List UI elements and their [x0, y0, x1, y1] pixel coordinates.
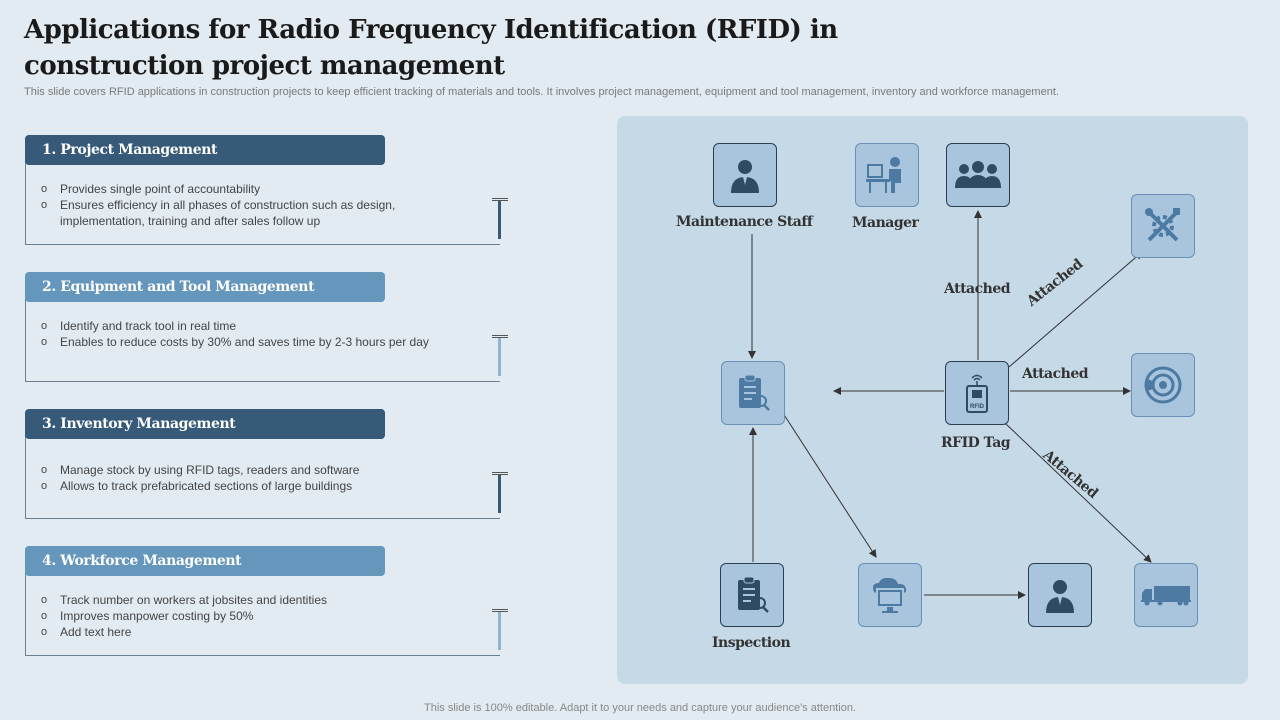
bullet-item: Allows to track prefabricated sections o…: [40, 478, 460, 494]
section-header: 3. Inventory Management: [25, 409, 385, 439]
bracket-bar: [498, 338, 501, 376]
section-header: 4. Workforce Management: [25, 546, 385, 576]
manager-label: Manager: [852, 215, 919, 231]
clipboard-search-icon: [739, 374, 770, 411]
section-box: [25, 423, 500, 519]
bullet-item: Add text here: [40, 624, 460, 640]
truck-node: [1134, 563, 1198, 627]
bullet-item: Identify and track tool in real time: [40, 318, 460, 334]
cloud-monitor-icon: [873, 577, 907, 613]
team-node: [946, 143, 1010, 207]
clipboard-bottom-node: [720, 563, 784, 627]
tools-icon: [1145, 208, 1180, 242]
person-icon: [1046, 580, 1074, 613]
section-box: [25, 286, 500, 382]
section-workforce-management: 4. Workforce Management Track number on …: [24, 546, 508, 656]
bullet-item: Manage stock by using RFID tags, readers…: [40, 462, 460, 478]
manager-node: [855, 143, 919, 207]
rfid-chip-text: RFID: [970, 404, 985, 410]
bullet-list: Track number on workers at jobsites and …: [40, 592, 460, 640]
bracket-decoration: [492, 609, 508, 612]
maintenance-staff-node: [713, 143, 777, 207]
clipboard-top-node: [721, 361, 785, 425]
attached-label-up: Attached: [944, 281, 1011, 297]
clipboard-search-icon: [738, 576, 769, 613]
person-bottom-node: [1028, 563, 1092, 627]
section-equipment-tool-management: 2. Equipment and Tool Management Identif…: [24, 272, 508, 382]
section-header: 1. Project Management: [25, 135, 385, 165]
section-box: [25, 149, 500, 245]
person-icon: [731, 160, 759, 193]
bracket-decoration: [492, 198, 508, 201]
bullet-item: Provides single point of accountability: [40, 181, 460, 197]
bullet-list: Manage stock by using RFID tags, readers…: [40, 462, 460, 494]
brake-disc-icon: [1144, 366, 1182, 404]
section-project-management: 1. Project Management Provides single po…: [24, 135, 508, 245]
bracket-bar: [498, 612, 501, 650]
page-title: Applications for Radio Frequency Identif…: [24, 15, 838, 81]
rfid-tag-icon: RFID: [966, 374, 988, 413]
footer-note: This slide is 100% editable. Adapt it to…: [424, 702, 856, 714]
rfid-tag-node: RFID: [945, 361, 1009, 425]
bracket-bar: [498, 201, 501, 239]
truck-icon: [1141, 586, 1191, 606]
attached-label-right: Attached: [1022, 366, 1089, 382]
bullet-item: Track number on workers at jobsites and …: [40, 592, 460, 608]
arrow-rfid-to-tools: [1008, 251, 1143, 368]
page-subtitle: This slide covers RFID applications in c…: [24, 86, 1059, 98]
bracket-bar: [498, 475, 501, 513]
arrow-clipboard-to-cloud: [780, 409, 877, 558]
inspection-label: Inspection: [712, 635, 791, 651]
bullet-item: Ensures efficiency in all phases of cons…: [40, 197, 460, 229]
maintenance-staff-label: Maintenance Staff: [676, 214, 813, 230]
bullet-item: Enables to reduce costs by 30% and saves…: [40, 334, 460, 350]
cloud-monitor-node: [858, 563, 922, 627]
group-icon: [955, 161, 1001, 188]
bullet-list: Identify and track tool in real time Ena…: [40, 318, 460, 350]
desk-worker-icon: [866, 157, 901, 193]
bullet-list: Provides single point of accountability …: [40, 181, 460, 229]
bracket-decoration: [492, 472, 508, 475]
tools-node: [1131, 194, 1195, 258]
bracket-decoration: [492, 335, 508, 338]
disc-node: [1131, 353, 1195, 417]
section-header: 2. Equipment and Tool Management: [25, 272, 385, 302]
section-inventory-management: 3. Inventory Management Manage stock by …: [24, 409, 508, 519]
arrow-rfid-to-truck: [1005, 423, 1152, 563]
bullet-item: Improves manpower costing by 50%: [40, 608, 460, 624]
rfid-tag-label: RFID Tag: [941, 435, 1011, 451]
section-box: [25, 560, 500, 656]
